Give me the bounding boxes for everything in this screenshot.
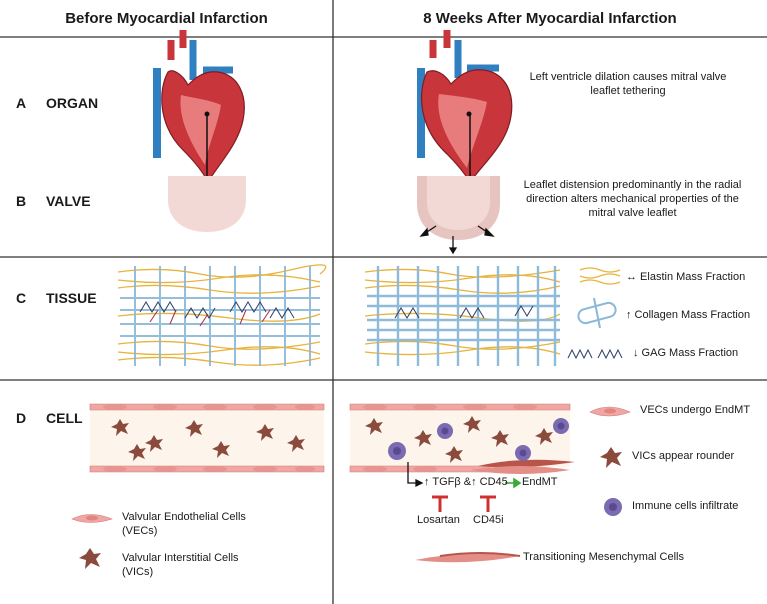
vic-legend-line: (VICs) xyxy=(122,566,154,578)
endmt-arrow-icon xyxy=(505,477,522,489)
valve-description-line: mitral valve leaflet xyxy=(588,207,677,219)
valve-leaflet-after xyxy=(417,176,500,240)
organ-description-line: leaflet tethering xyxy=(590,85,666,97)
vic-cell xyxy=(128,444,146,461)
row-letter-d: D xyxy=(16,410,27,426)
endmt-label: EndMT xyxy=(522,476,558,488)
row-name-valve: VALVE xyxy=(46,193,91,209)
vic-cells-after xyxy=(365,416,553,463)
vic-rounder-legend-icon xyxy=(600,447,622,468)
vec-legend-icon xyxy=(71,514,113,523)
immune-legend-label: Immune cells infiltrate xyxy=(632,500,739,512)
vic-cell xyxy=(256,424,274,441)
vic-legend-line: Valvular Interstitial Cells xyxy=(122,552,239,564)
immune-cell xyxy=(515,445,531,461)
losartan-inhibitor-icon xyxy=(432,495,448,512)
transitioning-legend-label: Transitioning Mesenchymal Cells xyxy=(523,551,684,563)
elastin-legend-label: ↔ Elastin Mass Fraction xyxy=(626,271,746,283)
transitioning-legend-icon xyxy=(415,552,521,563)
row-letter-c: C xyxy=(16,290,27,306)
row-letter-a: A xyxy=(16,95,27,111)
heart-after-icon xyxy=(417,30,513,184)
cd45i-label: CD45i xyxy=(473,514,504,526)
transitioning-cells-after xyxy=(470,459,575,474)
vec-legend-line: (VECs) xyxy=(122,525,158,537)
vic-cell xyxy=(365,418,383,435)
valve-description-line: Leaflet distension predominantly in the … xyxy=(523,179,742,191)
elastin-legend-icon xyxy=(579,267,621,285)
vec-legend-line: Valvular Endothelial Cells xyxy=(122,511,246,523)
vic-cell xyxy=(287,435,305,452)
tissue-network-before xyxy=(117,264,327,366)
vic-legend-label: Valvular Interstitial Cells (VICs) xyxy=(122,551,239,579)
after-header: 8 Weeks After Myocardial Infarction xyxy=(423,10,677,27)
collagen-legend-icon xyxy=(577,297,617,329)
before-header: Before Myocardial Infarction xyxy=(65,10,268,27)
vic-cells-before xyxy=(111,419,305,461)
distension-arrows-icon xyxy=(419,225,495,255)
vic-cell xyxy=(145,435,163,452)
heart-before-icon xyxy=(153,30,245,184)
vec-endmt-legend-icon xyxy=(589,406,631,417)
valve-description-line: direction alters mechanical properties o… xyxy=(526,193,739,205)
valve-description: Leaflet distension predominantly in the … xyxy=(505,178,760,220)
vec-legend-label: Valvular Endothelial Cells (VECs) xyxy=(122,510,246,538)
vic-rounder-legend-label: VICs appear rounder xyxy=(632,450,735,462)
valve-cell-layer-after xyxy=(349,403,571,473)
gag-legend-label: ↓ GAG Mass Fraction xyxy=(633,347,739,359)
organ-description-line: Left ventricle dilation causes mitral va… xyxy=(529,71,727,83)
pathway-label: ↑ TGFβ &↑ CD45 xyxy=(424,476,508,488)
losartan-label: Losartan xyxy=(417,514,460,526)
vic-cell xyxy=(445,446,463,463)
tissue-network-after xyxy=(364,266,561,366)
immune-cell xyxy=(553,418,569,434)
cd45i-inhibitor-icon xyxy=(480,495,496,512)
collagen-legend-label: ↑ Collagen Mass Fraction xyxy=(626,309,751,321)
row-name-tissue: TISSUE xyxy=(46,290,97,306)
vec-endmt-legend-label: VECs undergo EndMT xyxy=(640,404,751,416)
row-letter-b: B xyxy=(16,193,27,209)
vic-cell xyxy=(491,430,509,447)
immune-cell xyxy=(388,442,406,460)
immune-legend-icon xyxy=(604,498,622,516)
row-name-cell: CELL xyxy=(46,410,83,426)
pathway-connector xyxy=(407,462,424,488)
vic-legend-icon xyxy=(79,548,101,569)
valve-leaflet-before xyxy=(168,176,246,232)
gag-legend-icon xyxy=(567,348,623,360)
immune-cell xyxy=(437,423,453,439)
vic-cell xyxy=(463,416,481,433)
vic-cell xyxy=(185,420,203,437)
vic-cell xyxy=(111,419,129,436)
vic-cell xyxy=(535,428,553,445)
vic-cell xyxy=(414,430,432,447)
organ-description: Left ventricle dilation causes mitral va… xyxy=(508,70,748,98)
row-name-organ: ORGAN xyxy=(46,95,99,111)
vic-cell xyxy=(212,441,230,458)
immune-cells-after xyxy=(388,418,569,461)
valve-cell-layer-before xyxy=(89,403,325,473)
